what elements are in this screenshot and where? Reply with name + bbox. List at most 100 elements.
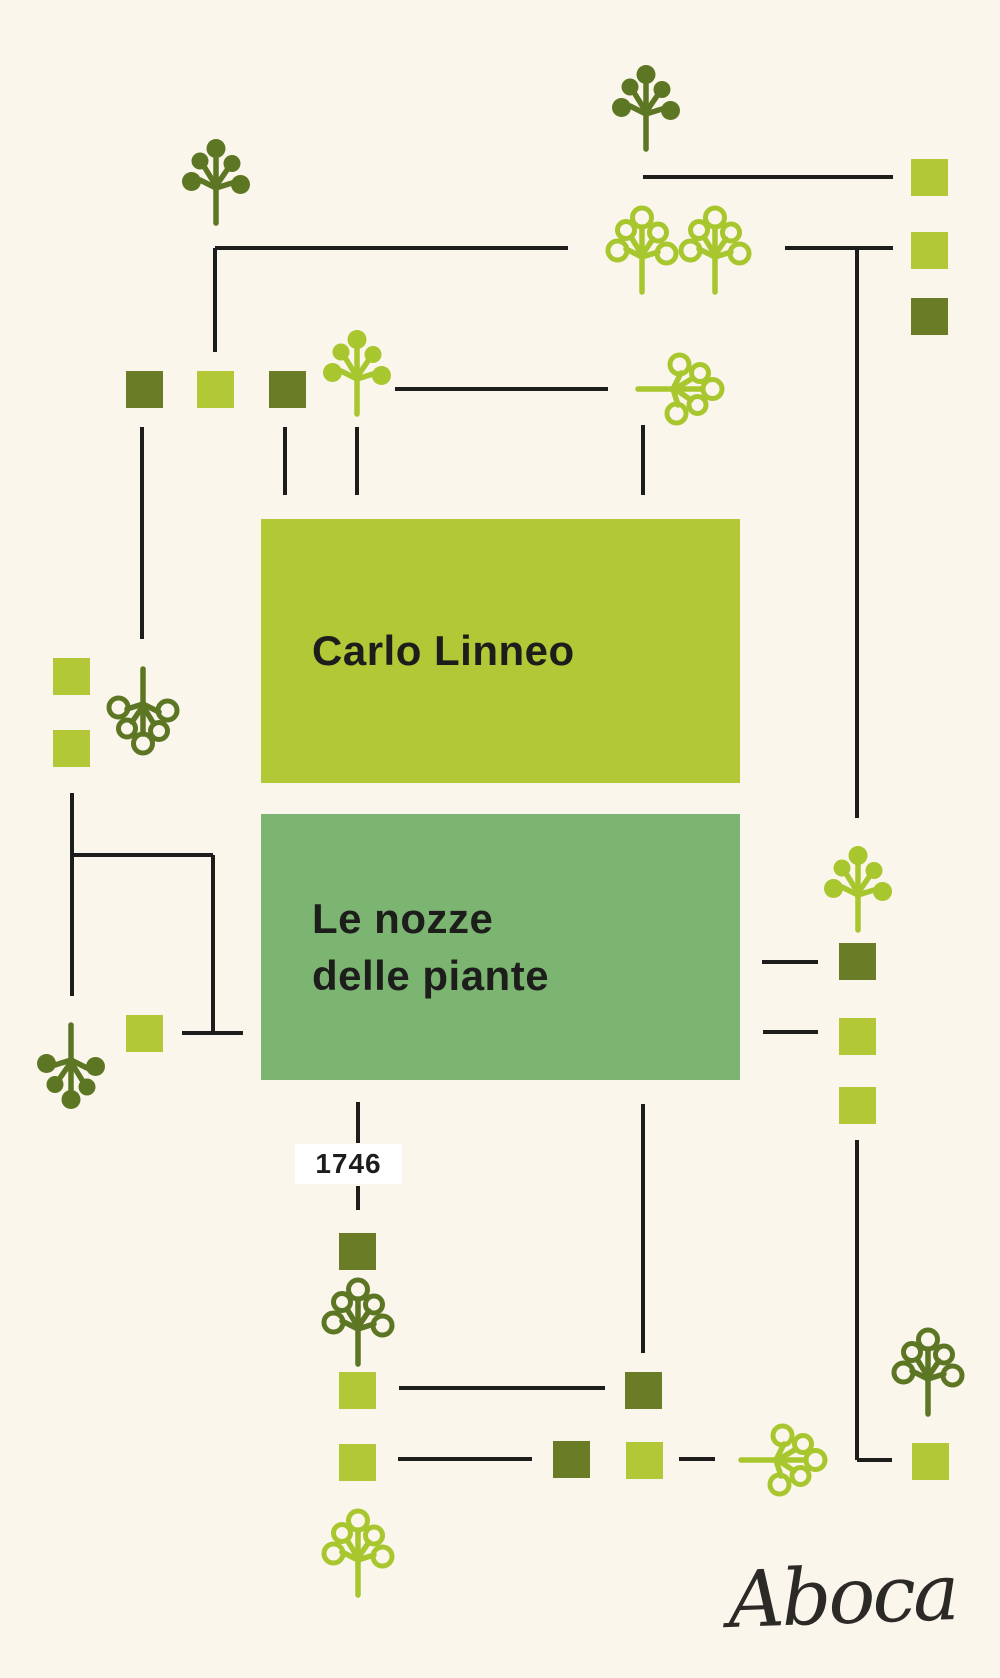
square-node — [53, 730, 90, 767]
sprig-berry — [647, 221, 669, 244]
sprig-branch — [355, 1539, 372, 1561]
sprig-branch — [855, 874, 872, 896]
sprig-berry — [46, 1076, 64, 1093]
sprig-berry — [191, 152, 209, 170]
sprig-branch — [775, 1457, 797, 1474]
sprig-branch — [354, 358, 371, 380]
sprig-berry — [873, 882, 892, 901]
sprig-icon — [738, 1423, 828, 1497]
sprig-berry — [686, 394, 709, 416]
square-node — [839, 1018, 876, 1055]
sprig-branch — [338, 368, 360, 382]
sprig-branch — [129, 703, 146, 725]
square-node — [626, 1442, 663, 1479]
square-node — [339, 1233, 376, 1270]
sprig-branch — [57, 1059, 74, 1081]
sprig-berry — [653, 81, 671, 98]
sprig-berry — [727, 241, 752, 266]
sprig-icon — [323, 330, 391, 417]
square-node — [553, 1441, 590, 1478]
square-node — [197, 371, 234, 408]
sprig-branch — [355, 1308, 372, 1330]
sprig-berry — [703, 205, 727, 230]
sprig-berry — [86, 1057, 105, 1076]
sprig-berry — [131, 731, 155, 756]
sprig-icon — [182, 139, 250, 226]
sprig-berry — [323, 363, 342, 382]
square-node — [339, 1372, 376, 1409]
sprig-branch — [197, 177, 219, 191]
sprig-berry — [621, 78, 639, 96]
square-node — [911, 298, 948, 335]
sprig-berry — [689, 362, 711, 384]
sprig-icon — [891, 1327, 965, 1417]
sprig-berry — [770, 1423, 795, 1448]
sprig-icon — [678, 205, 752, 295]
sprig-branch — [632, 91, 649, 115]
sprig-berry — [612, 98, 631, 117]
sprig-berry — [891, 1360, 916, 1385]
square-node — [269, 371, 306, 408]
sprig-branch — [701, 234, 718, 258]
sprig-branch — [839, 884, 861, 898]
sprig-berry — [933, 1343, 955, 1366]
sprig-branch — [925, 1358, 942, 1380]
sprig-berry — [346, 1277, 370, 1302]
sprig-icon — [321, 1508, 395, 1598]
sprig-berry — [664, 401, 689, 426]
sprig-branch — [68, 1057, 90, 1071]
year-label: 1746 — [295, 1144, 402, 1184]
sprig-berry — [346, 1508, 370, 1533]
sprig-berry — [363, 1524, 385, 1547]
title-line-1: Le nozze — [312, 894, 494, 942]
sprig-berry — [106, 695, 131, 720]
sprig-icon — [106, 666, 180, 756]
sprig-branch — [643, 106, 665, 117]
square-node — [912, 1443, 949, 1480]
sprig-branch — [354, 371, 376, 382]
sprig-berry — [331, 1522, 353, 1544]
publisher-logo: Aboca — [726, 1548, 957, 1646]
sprig-branch — [213, 180, 235, 191]
sprig-berry — [667, 352, 692, 377]
sprig-berry — [720, 221, 742, 244]
sprig-berry — [364, 346, 382, 363]
square-node — [339, 1444, 376, 1481]
sprig-icon — [605, 205, 679, 295]
sprig-berry — [630, 205, 654, 230]
sprig-berry — [824, 879, 843, 898]
sprig-branch — [344, 1306, 361, 1330]
sprig-branch — [775, 1446, 799, 1463]
sprig-berry — [155, 698, 180, 723]
sprig-icon — [37, 1022, 105, 1109]
sprig-branch — [343, 356, 360, 380]
sprig-berry — [372, 366, 391, 385]
sprig-branch — [628, 234, 645, 258]
sprig-berry — [865, 862, 883, 879]
sprig-berry — [37, 1054, 56, 1073]
sprig-berry — [223, 155, 241, 172]
sprig-berry — [654, 241, 679, 266]
sprig-berry — [792, 1433, 814, 1455]
title-line-2: delle piante — [312, 952, 550, 999]
sprig-berry — [148, 720, 170, 742]
sprig-berry — [206, 139, 226, 158]
sprig-icon — [635, 352, 725, 426]
sprig-icon — [321, 1277, 395, 1367]
sprig-berry — [803, 1448, 828, 1472]
sprig-berry — [370, 1313, 395, 1338]
sprig-branch — [344, 1537, 361, 1561]
sprig-berry — [678, 238, 703, 263]
sprig-berry — [321, 1541, 346, 1566]
sprig-berry — [688, 219, 710, 241]
year-text: 1746 — [315, 1148, 382, 1179]
publisher-name: Aboca — [726, 1548, 958, 1646]
sprig-branch — [68, 1059, 85, 1083]
sprig-berry — [332, 343, 350, 361]
square-node — [911, 159, 948, 196]
title-box: Le nozze delle piante — [261, 814, 740, 1080]
sprig-branch — [855, 887, 877, 898]
square-node — [126, 371, 163, 408]
